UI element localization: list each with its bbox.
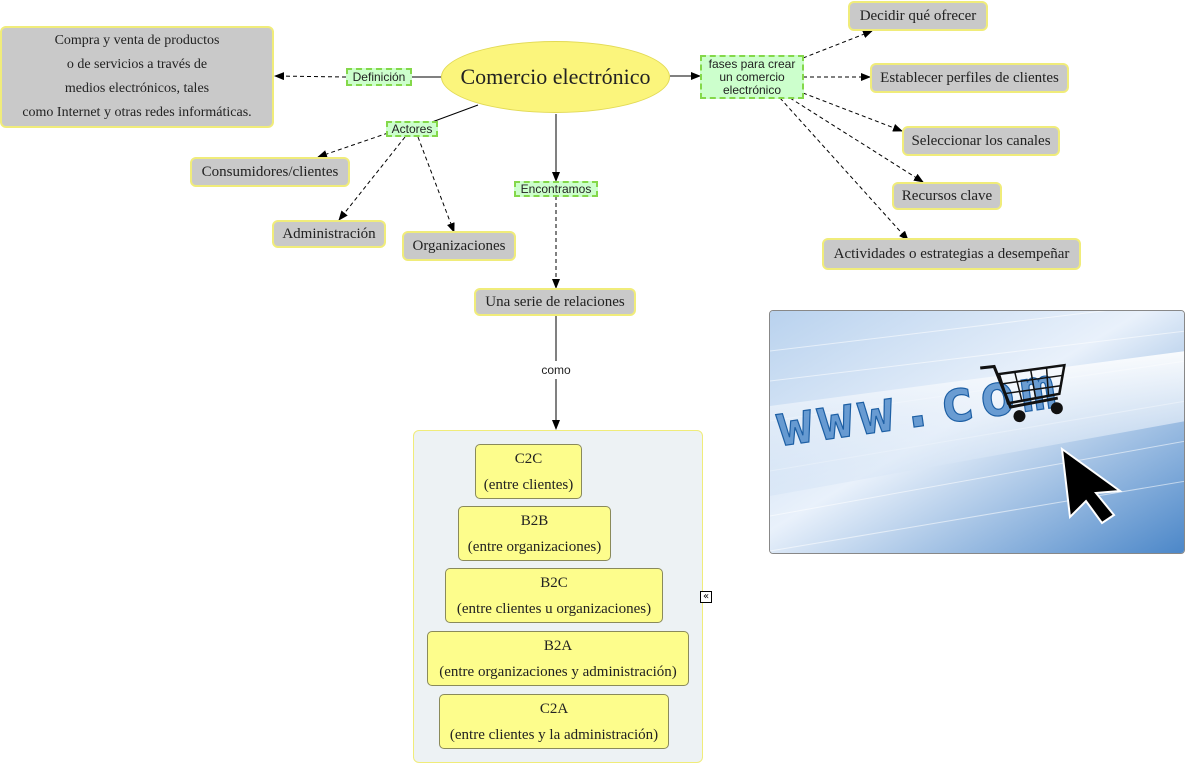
concept-una-serie-de-relaciones[interactable]: Una serie de relaciones	[474, 288, 636, 316]
arrow-definicion	[274, 72, 347, 81]
arrow-fase-5	[779, 97, 909, 241]
concept-consumidores[interactable]: Consumidores/clientes	[190, 157, 350, 187]
relation-desc: (entre organizaciones)	[467, 538, 602, 555]
link-definicion[interactable]: Definición	[346, 68, 412, 86]
concept-recursos-clave[interactable]: Recursos clave	[892, 182, 1002, 210]
line-central-actores	[431, 104, 479, 123]
arrow-fase-1	[802, 30, 873, 59]
arrow-consumidores	[317, 132, 389, 158]
collapse-icon[interactable]: «	[700, 591, 712, 603]
relation-desc: (entre clientes)	[483, 476, 574, 493]
concept-organizaciones[interactable]: Organizaciones	[402, 231, 516, 261]
relation-b2c[interactable]: B2C (entre clientes u organizaciones)	[445, 568, 663, 623]
relation-desc: (entre clientes u organizaciones)	[456, 600, 652, 617]
shopping-cart-icon	[980, 363, 1066, 423]
relation-c2c[interactable]: C2C (entre clientes)	[475, 444, 582, 499]
relation-c2a[interactable]: C2A (entre clientes y la administración)	[439, 694, 669, 749]
relation-desc: (entre organizaciones y administración)	[439, 663, 677, 680]
arrow-fase-3	[802, 92, 903, 132]
concept-seleccionar-canales[interactable]: Seleccionar los canales	[902, 126, 1060, 156]
arrow-administracion	[338, 136, 406, 221]
concept-actividades-estrategias[interactable]: Actividades o estrategias a desempeñar	[822, 238, 1081, 270]
concept-administracion[interactable]: Administración	[272, 220, 386, 248]
relation-b2b[interactable]: B2B (entre organizaciones)	[458, 506, 611, 561]
relation-code: B2A	[543, 637, 573, 654]
concept-establecer-perfiles[interactable]: Establecer perfiles de clientes	[870, 63, 1069, 93]
relation-code: B2C	[540, 574, 568, 591]
relation-code: C2C	[514, 450, 543, 467]
link-encontramos[interactable]: Encontramos	[514, 181, 598, 197]
concept-decidir-que-ofrecer[interactable]: Decidir qué ofrecer	[848, 1, 988, 31]
link-como[interactable]: como	[536, 361, 576, 379]
www-com-shopping-cart-image: www.com	[769, 310, 1185, 554]
arrow-fase-4	[789, 97, 924, 183]
arrow-organizaciones	[417, 136, 455, 233]
link-fases[interactable]: fases para crear un comercio electrónico	[700, 55, 804, 99]
link-actores[interactable]: Actores	[386, 121, 438, 137]
relation-code: C2A	[539, 700, 569, 717]
relation-desc: (entre clientes y la administración)	[449, 726, 659, 743]
definition-concept[interactable]: Compra y venta de productos o de servici…	[0, 26, 274, 128]
relation-b2a[interactable]: B2A (entre organizaciones y administraci…	[427, 631, 689, 686]
relation-code: B2B	[520, 512, 549, 529]
central-concept[interactable]: Comercio electrónico	[441, 41, 670, 113]
mouse-pointer-icon	[1060, 446, 1123, 525]
